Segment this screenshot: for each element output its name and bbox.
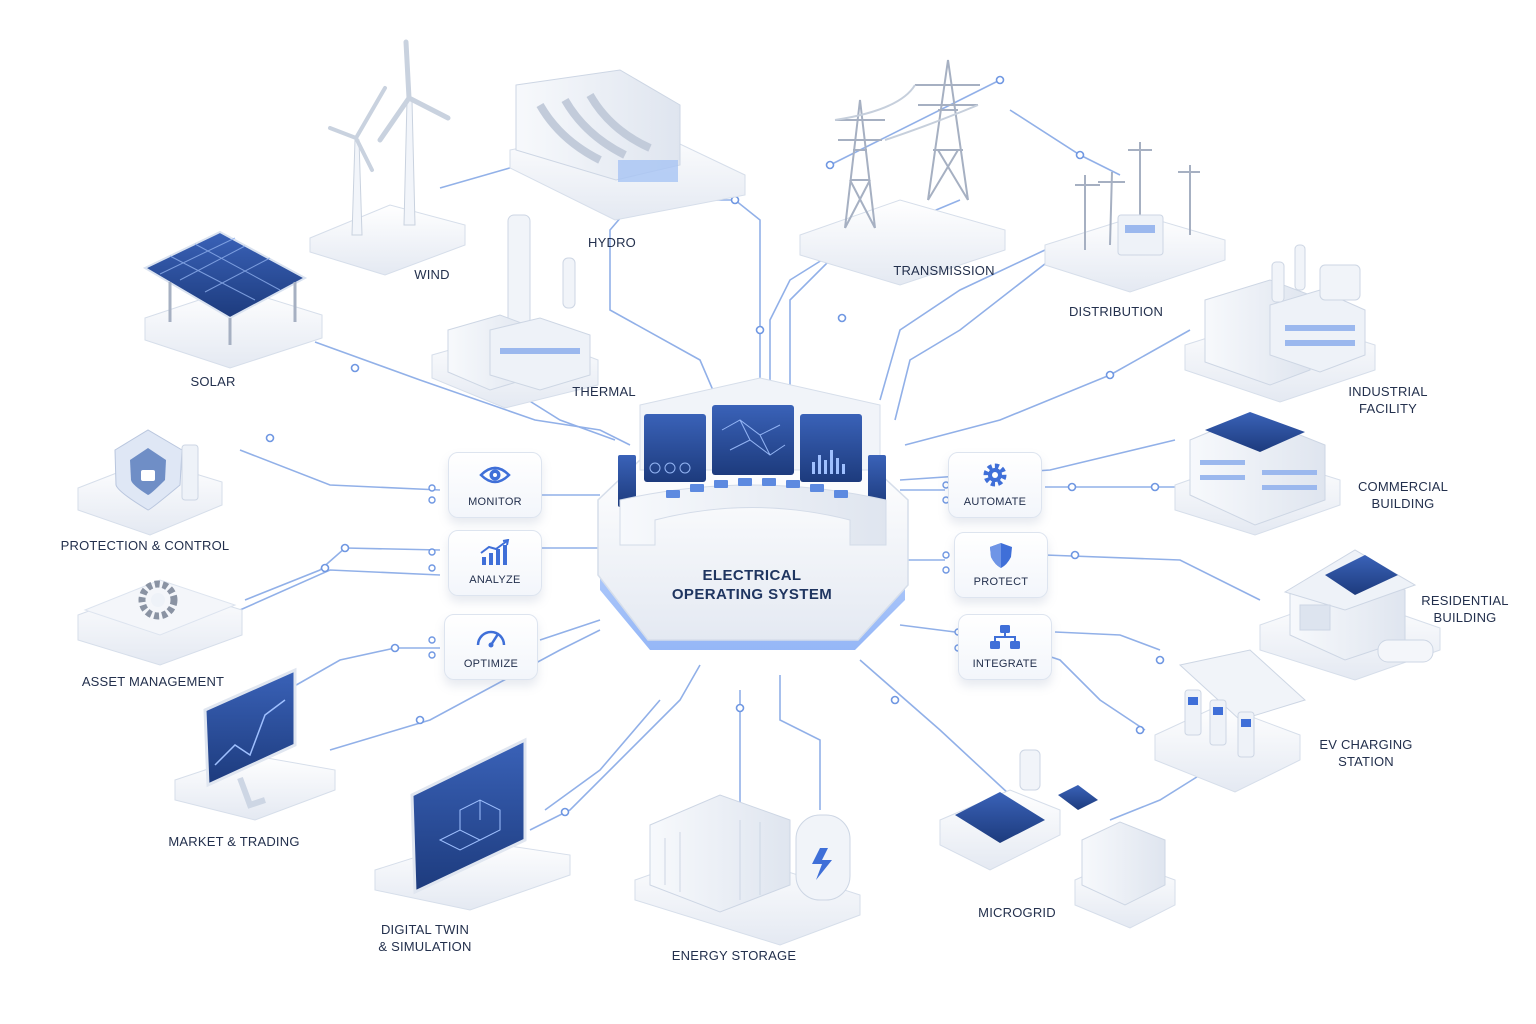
network-nodes-icon [990, 625, 1020, 649]
gauge-icon [476, 630, 506, 648]
transmission-towers-illustration [799, 59, 1006, 286]
label-distribution: DISTRIBUTION [1068, 304, 1164, 319]
gear-icon [983, 463, 1007, 487]
distribution-substation-illustration [1044, 142, 1226, 293]
eye-icon [479, 466, 511, 484]
hub-screen-left [644, 414, 706, 482]
monitor-card[interactable]: MONITOR [448, 452, 542, 518]
control-center-hub [597, 377, 909, 650]
digital-twin-illustration [374, 737, 571, 911]
monitor-label: MONITOR [468, 496, 522, 508]
label-microgrid: MICROGRID [978, 905, 1056, 920]
bar-chart-trend-icon [480, 539, 510, 565]
wind-turbines-illustration [309, 39, 466, 276]
hub-title: ELECTRICAL OPERATING SYSTEM [672, 566, 832, 604]
protect-label: PROTECT [973, 576, 1029, 588]
hub-title-line1: ELECTRICAL [702, 567, 802, 584]
hub-screen-right [800, 414, 862, 482]
market-trading-illustration [174, 667, 336, 821]
integrate-label: INTEGRATE [972, 658, 1038, 670]
optimize-card[interactable]: OPTIMIZE [444, 614, 538, 680]
integrate-card[interactable]: INTEGRATE [958, 614, 1052, 680]
label-digital-twin: DIGITAL TWIN& SIMULATION [378, 922, 472, 954]
shield-icon [990, 543, 1012, 568]
residential-building-illustration [1259, 549, 1441, 681]
label-transmission: TRANSMISSION [893, 263, 995, 278]
industrial-facility-illustration [1184, 244, 1376, 403]
protection-control-illustration [77, 429, 223, 536]
label-asset-management: ASSET MANAGEMENT [81, 674, 225, 689]
label-energy-storage: ENERGY STORAGE [671, 948, 797, 963]
hydro-dam-illustration [509, 69, 746, 221]
thermal-plant-illustration [431, 214, 599, 409]
commercial-building-illustration [1174, 412, 1341, 536]
analyze-label: ANALYZE [469, 574, 521, 586]
label-wind: WIND [414, 267, 450, 282]
asset-management-illustration [77, 579, 243, 666]
energy-storage-illustration [634, 794, 861, 946]
hub-title-line2: OPERATING SYSTEM [671, 586, 833, 603]
label-protection-control: PROTECTION & CONTROL [60, 538, 230, 553]
label-solar: SOLAR [190, 374, 236, 389]
microgrid-illustration [939, 749, 1176, 929]
automate-card[interactable]: AUTOMATE [948, 452, 1042, 518]
ev-charging-station-illustration [1154, 649, 1306, 793]
solar-panels-illustration [142, 230, 323, 369]
optimize-label: OPTIMIZE [463, 658, 519, 670]
hub-screen-center [712, 405, 794, 475]
automate-label: AUTOMATE [963, 496, 1027, 508]
label-hydro: HYDRO [588, 235, 636, 250]
label-market-trading: MARKET & TRADING [168, 834, 300, 849]
protect-card[interactable]: PROTECT [954, 532, 1048, 598]
label-thermal: THERMAL [572, 384, 636, 399]
analyze-card[interactable]: ANALYZE [448, 530, 542, 596]
